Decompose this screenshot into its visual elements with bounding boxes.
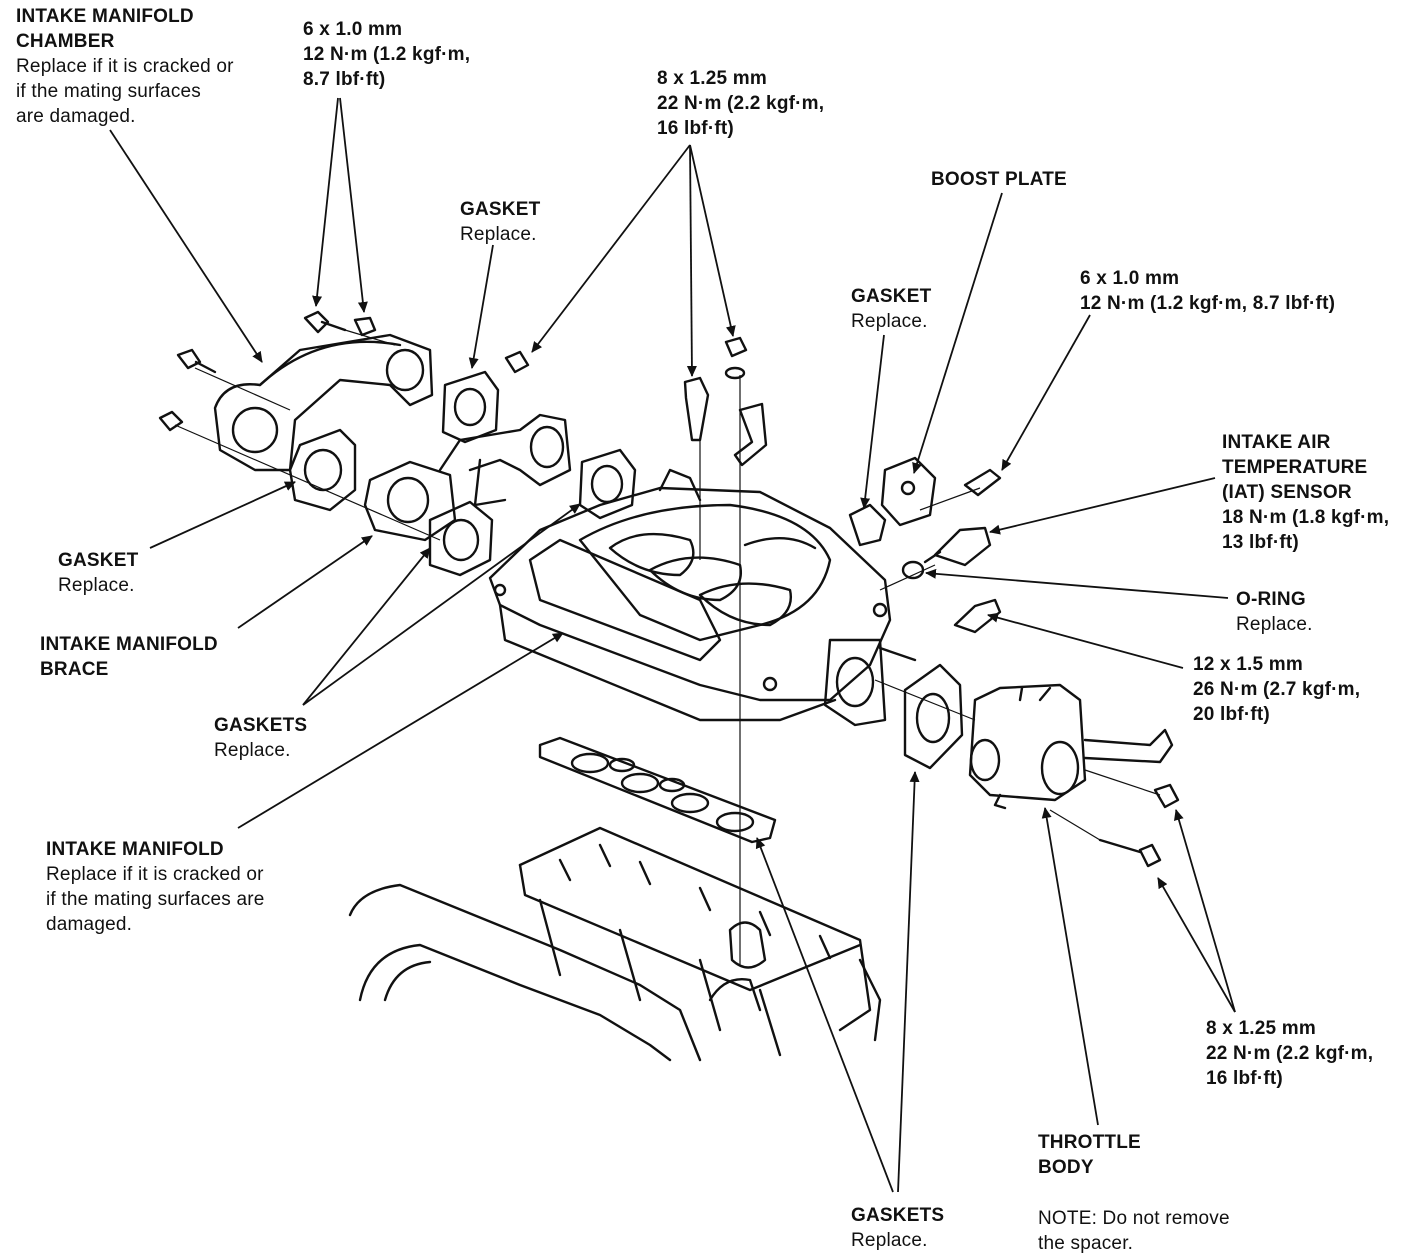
upper-bolt-torque: 22 N·m (2.2 kgf·m,: [657, 93, 825, 114]
boost-plate-title: BOOST PLATE: [931, 169, 1067, 190]
bolt-12-size: 12 x 1.5 mm: [1193, 654, 1303, 675]
label-intake-manifold-brace: INTAKE MANIFOLD BRACE: [40, 632, 218, 682]
note-spacer-line-2: the spacer.: [1038, 1233, 1134, 1254]
throttle-bolt-torque: 22 N·m (2.2 kgf·m,: [1206, 1043, 1374, 1064]
gaskets-bottom-note: Replace.: [851, 1230, 928, 1251]
iat-title-line-1: INTAKE AIR: [1222, 432, 1331, 453]
gasket-top-note: Replace.: [460, 224, 537, 245]
lower-manifold-gasket-drawing: [538, 736, 777, 844]
chamber-title-line-1: INTAKE MANIFOLD: [16, 6, 194, 27]
intake-manifold-chamber-drawing: [213, 333, 434, 472]
boost-gasket-drawing: [848, 503, 887, 547]
label-gasket-boost: GASKET Replace.: [851, 284, 931, 334]
throttle-fasteners-drawing: [1098, 783, 1180, 868]
iat-torque-line-2: 13 lbf·ft): [1222, 532, 1299, 553]
throttle-spacer-gasket-drawing: [903, 663, 964, 770]
note-spacer-line-1: NOTE: Do not remove: [1038, 1208, 1230, 1229]
manifold-title: INTAKE MANIFOLD: [46, 839, 224, 860]
label-bolt-12-spec: 12 x 1.5 mm 26 N·m (2.7 kgf·m, 20 lbf·ft…: [1193, 652, 1360, 727]
boost-bolt-size: 6 x 1.0 mm: [1080, 268, 1180, 289]
top-gasket-drawing: [441, 370, 500, 444]
throttle-bolt-size: 8 x 1.25 mm: [1206, 1018, 1316, 1039]
boost-bolt-torque: 12 N·m (1.2 kgf·m, 8.7 lbf·ft): [1080, 293, 1336, 314]
label-throttle-bolt-spec: 8 x 1.25 mm 22 N·m (2.2 kgf·m, 16 lbf·ft…: [1206, 1016, 1373, 1091]
label-intake-manifold: INTAKE MANIFOLD Replace if it is cracked…: [46, 837, 265, 937]
gaskets-mid-note: Replace.: [214, 740, 291, 761]
leader-lines: [109, 97, 1236, 1193]
gasket-left-title: GASKET: [58, 550, 139, 571]
alignment-lines: [174, 329, 1161, 965]
gaskets-bottom-title: GASKETS: [851, 1205, 945, 1226]
iat-title-line-3: (IAT) SENSOR: [1222, 482, 1352, 503]
brace-title-line-1: INTAKE MANIFOLD: [40, 634, 218, 655]
chamber-title-line-2: CHAMBER: [16, 31, 115, 52]
label-iat-sensor: INTAKE AIR TEMPERATURE (IAT) SENSOR 18 N…: [1222, 430, 1389, 555]
manifold-note-line-1: Replace if it is cracked or: [46, 864, 264, 885]
manifold-note-line-2: if the mating surfaces are: [46, 889, 265, 910]
label-upper-bolt-spec: 8 x 1.25 mm 22 N·m (2.2 kgf·m, 16 lbf·ft…: [657, 66, 824, 141]
gasket-boost-title: GASKET: [851, 286, 932, 307]
label-o-ring: O-RING Replace.: [1236, 587, 1313, 637]
label-intake-manifold-chamber: INTAKE MANIFOLD CHAMBER Replace if it is…: [16, 4, 234, 129]
label-gaskets-bottom: GASKETS Replace.: [851, 1203, 944, 1253]
throttle-body-drawing: [968, 683, 1174, 810]
boost-bolt-drawing: [963, 468, 1002, 497]
chamber-note-line-1: Replace if it is cracked or: [16, 56, 234, 77]
iat-torque-line-1: 18 N·m (1.8 kgf·m,: [1222, 507, 1390, 528]
chamber-note-line-2: if the mating surfaces: [16, 81, 201, 102]
label-gasket-left: GASKET Replace.: [58, 548, 138, 598]
label-note-spacer: NOTE: Do not remove the spacer.: [1038, 1206, 1230, 1256]
bolt-12-torque: 26 N·m (2.7 kgf·m,: [1193, 679, 1361, 700]
label-chamber-bolt-spec: 6 x 1.0 mm 12 N·m (1.2 kgf·m, 8.7 lbf·ft…: [303, 17, 470, 92]
throttle-body-line-2: BODY: [1038, 1157, 1094, 1178]
chamber-bolt-size: 6 x 1.0 mm: [303, 19, 403, 40]
iat-title-line-2: TEMPERATURE: [1222, 457, 1368, 478]
throttle-bolt-12-drawing: [878, 598, 1002, 662]
gasket-boost-note: Replace.: [851, 311, 928, 332]
brace-title-line-2: BRACE: [40, 659, 109, 680]
gasket-left-note: Replace.: [58, 575, 135, 596]
chamber-bolt-torque-imperial: 8.7 lbf·ft): [303, 69, 386, 90]
label-gaskets-mid: GASKETS Replace.: [214, 713, 307, 763]
throttle-bolt-torque-imperial: 16 lbf·ft): [1206, 1068, 1283, 1089]
fasteners-drawing: [158, 310, 768, 467]
mid-gaskets-drawing: [428, 448, 637, 577]
boost-plate-drawing: [880, 456, 937, 527]
gaskets-mid-title: GASKETS: [214, 715, 308, 736]
label-boost-plate: BOOST PLATE: [931, 167, 1067, 192]
gasket-top-title: GASKET: [460, 199, 541, 220]
o-ring-note: Replace.: [1236, 614, 1313, 635]
upper-bolt-torque-imperial: 16 lbf·ft): [657, 118, 734, 139]
label-boost-bolt-spec: 6 x 1.0 mm 12 N·m (1.2 kgf·m, 8.7 lbf·ft…: [1080, 266, 1335, 316]
intake-manifold-drawing: [488, 468, 892, 727]
upper-bolt-size: 8 x 1.25 mm: [657, 68, 767, 89]
manifold-note-line-3: damaged.: [46, 914, 133, 935]
left-gasket-drawing: [288, 428, 357, 512]
chamber-bolt-torque: 12 N·m (1.2 kgf·m,: [303, 44, 471, 65]
iat-sensor-drawing: [923, 526, 992, 567]
chamber-note-line-3: are damaged.: [16, 106, 136, 127]
o-ring-title: O-RING: [1236, 589, 1306, 610]
bolt-12-torque-imperial: 20 lbf·ft): [1193, 704, 1270, 725]
cylinder-head-drawing: [348, 826, 882, 1062]
throttle-body-line-1: THROTTLE: [1038, 1132, 1141, 1153]
label-gasket-top: GASKET Replace.: [460, 197, 540, 247]
label-throttle-body: THROTTLE BODY: [1038, 1130, 1141, 1180]
